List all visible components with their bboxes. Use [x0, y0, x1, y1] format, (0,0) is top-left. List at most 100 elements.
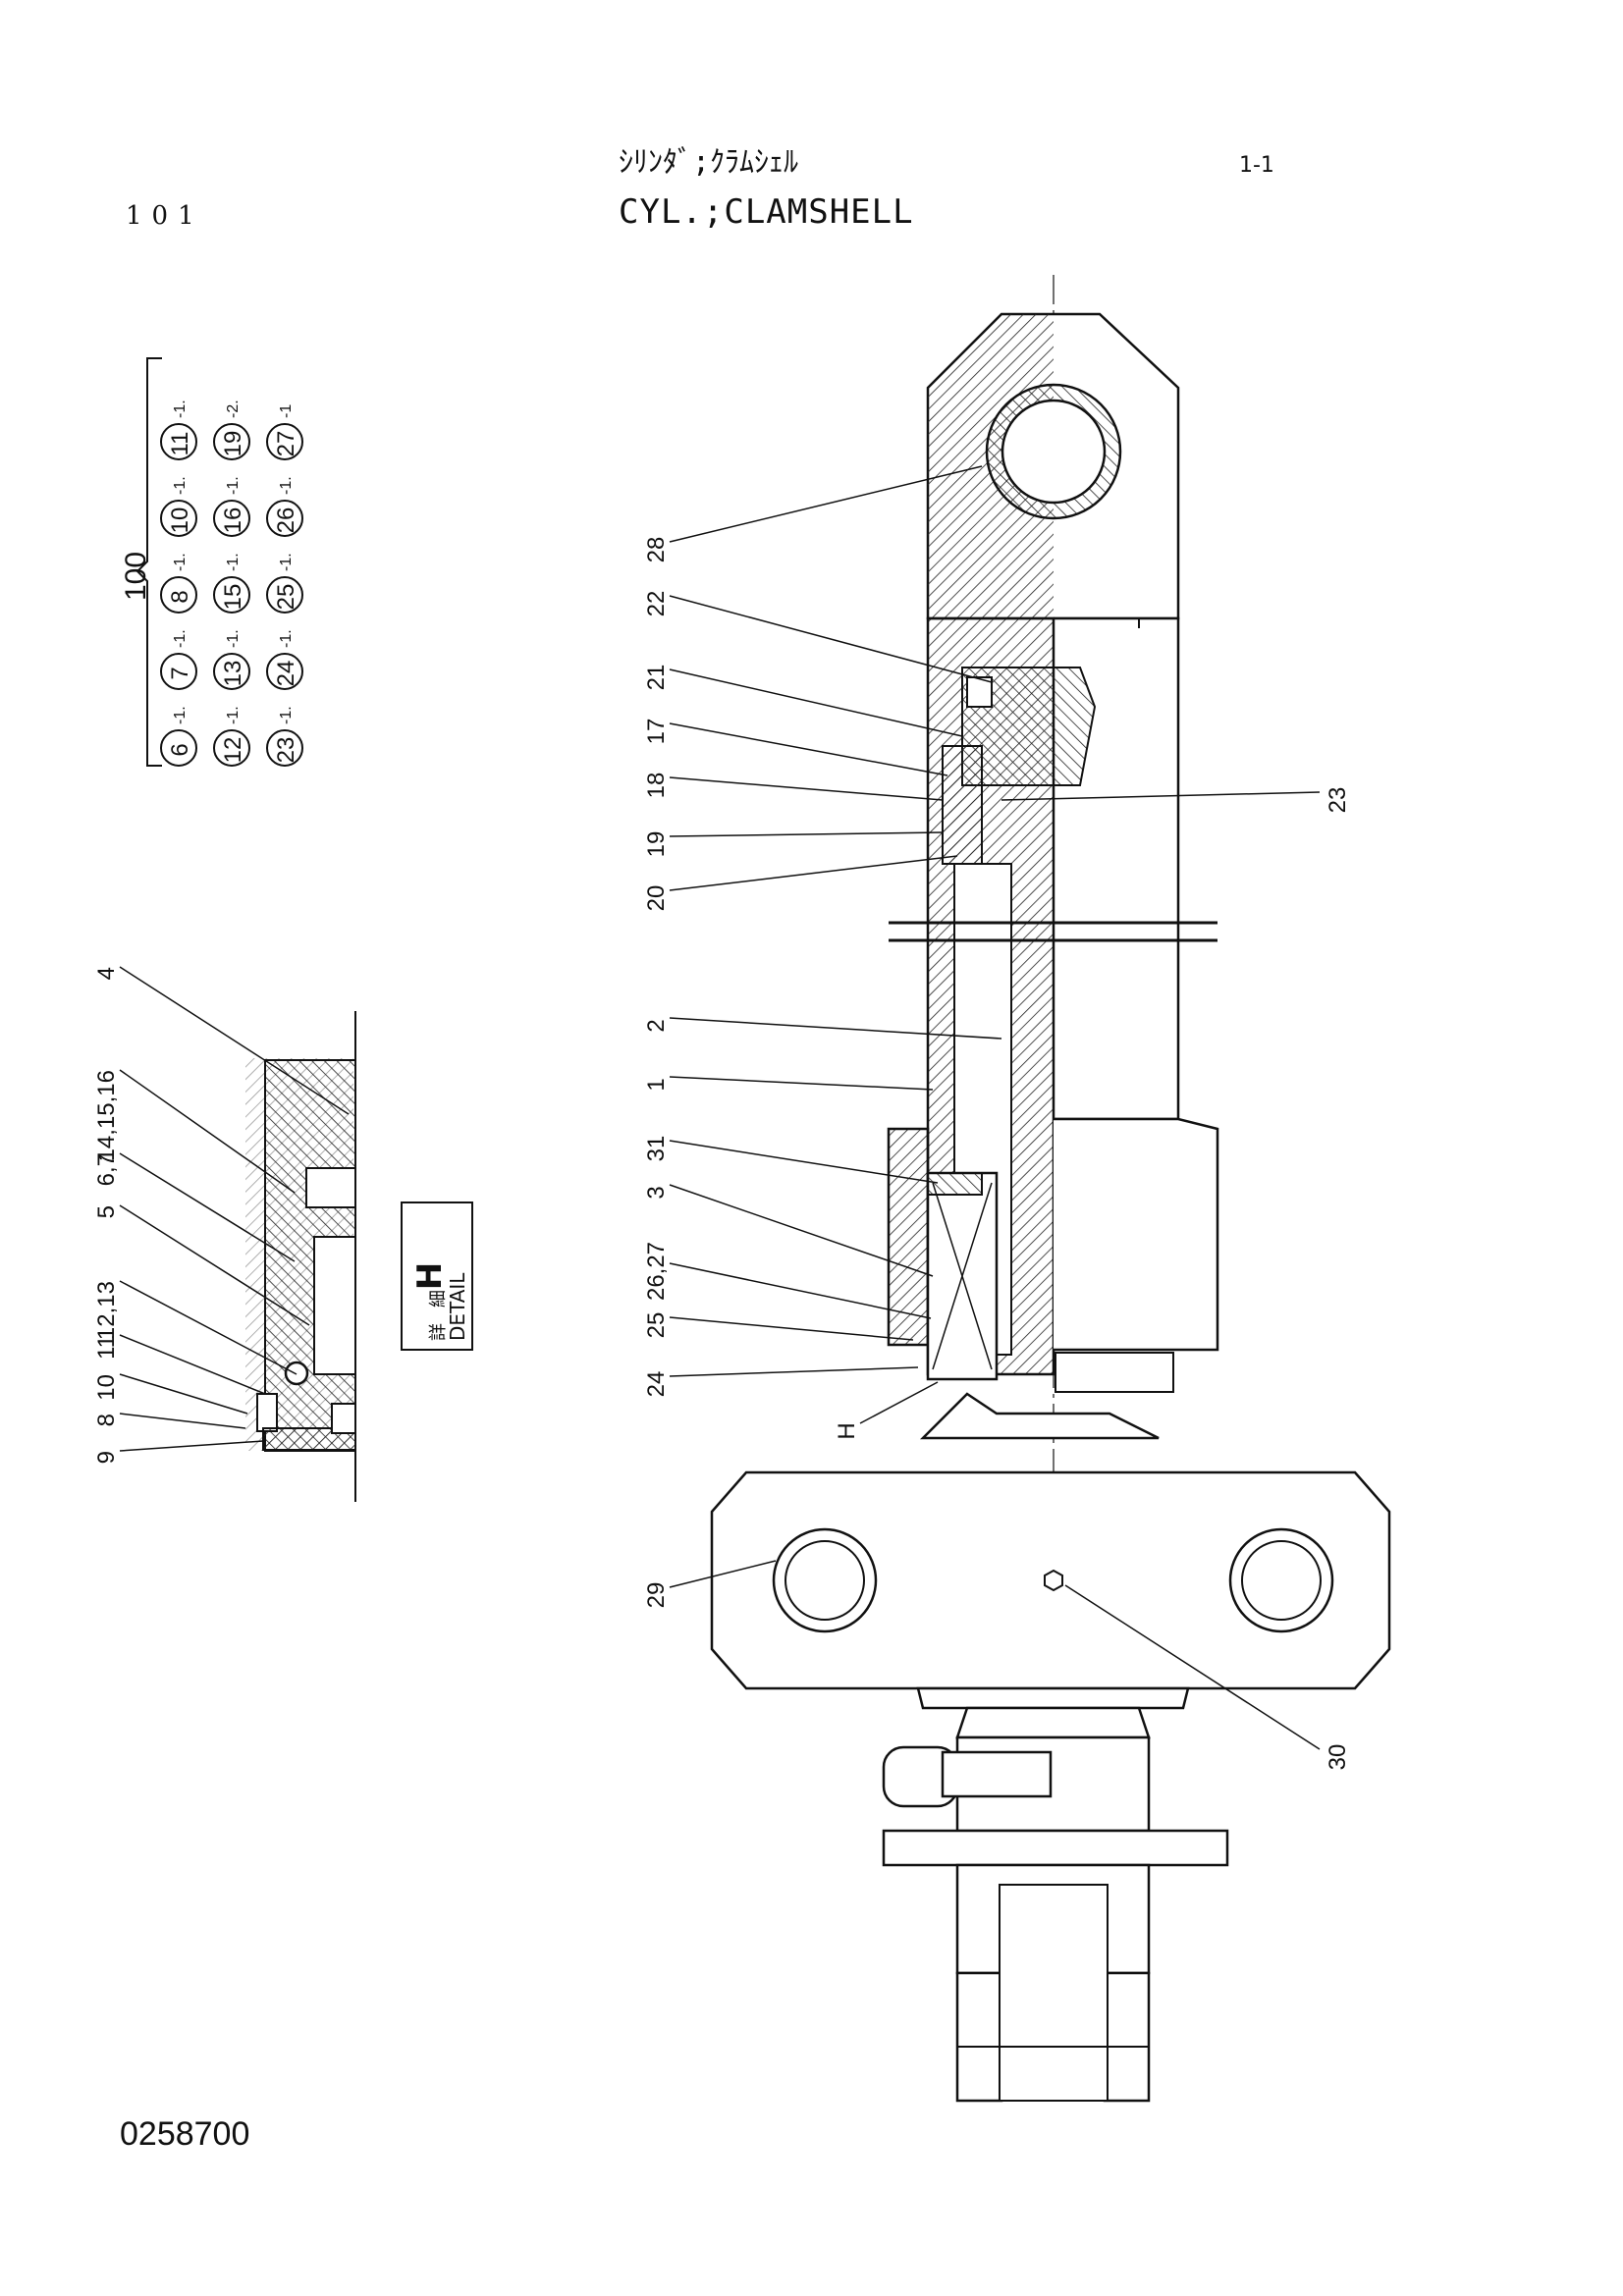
main-callout-label: 1 — [643, 1078, 670, 1091]
detail-callout-label: 14,15,16 — [93, 1070, 120, 1161]
page-number: 101 — [126, 201, 204, 231]
main-callout-label: 24 — [643, 1371, 670, 1398]
main-callout: 21 — [643, 665, 963, 737]
main-callout: 20 — [643, 855, 958, 912]
kit-item-part: 27 — [273, 431, 299, 457]
detail-callout-label: 4 — [93, 967, 120, 980]
kit-item-part: 16 — [220, 507, 246, 534]
main-callout: 2 — [643, 1017, 1002, 1040]
detail-jp-1: 詳 — [428, 1323, 449, 1341]
clevis-left-ear — [955, 1971, 1003, 2103]
main-callout-label: 3 — [643, 1186, 670, 1199]
main-callout-label: 28 — [643, 537, 670, 563]
kit-item-qty: -1. — [278, 706, 295, 724]
kit-item-part: 12 — [220, 737, 246, 764]
main-callout-label: 31 — [643, 1136, 670, 1162]
kit-item: 26 -1. — [266, 476, 303, 537]
kit-item-qty: -1. — [225, 476, 242, 495]
detail-jp-2: 細 — [428, 1290, 449, 1308]
main-callout: 18 — [643, 773, 944, 801]
detail-callout-label: 9 — [93, 1451, 120, 1464]
revision-mark: 1-1 — [1239, 153, 1274, 178]
kit-item-part: 6 — [167, 743, 193, 756]
detail-label-box: H DETAIL 詳 細 — [401, 1201, 473, 1351]
kit-item-qty: -1. — [172, 706, 189, 724]
main-callout-label: 26,27 — [643, 1242, 670, 1301]
kit-item-part: 19 — [220, 431, 246, 457]
main-callout-label: 25 — [643, 1312, 670, 1339]
kit-item-qty: -1. — [172, 476, 189, 495]
detail-callout: 4 — [93, 966, 350, 1115]
main-callout: 3 — [643, 1184, 934, 1277]
detail-callout-label: 11 — [93, 1335, 120, 1360]
main-callout: 31 — [643, 1136, 939, 1184]
kit-item-qty: -1. — [172, 553, 189, 571]
main-callout: 1 — [643, 1076, 934, 1092]
detail-callout: 11 — [93, 1334, 266, 1395]
kit-item: 15 -1. — [213, 553, 250, 614]
detail-callout-label: 10 — [93, 1374, 120, 1401]
kit-item-qty: -1. — [225, 553, 242, 571]
main-cylinder — [710, 275, 1391, 2103]
detail-callout: 12,13 — [93, 1280, 298, 1375]
kit-item: 12 -1. — [213, 706, 250, 767]
kit-item-qty: -1. — [172, 400, 189, 418]
kit-item-part: 25 — [273, 584, 299, 611]
main-callout: 24 — [643, 1366, 919, 1398]
kit-item-part: 26 — [273, 507, 299, 534]
kit-list: 100 6-1.7-1.8-1.10-1.11-1.12-1.13-1.15-1… — [120, 357, 303, 767]
kit-item: 11 -1. — [160, 400, 197, 460]
detail-callout-label: 8 — [93, 1414, 120, 1426]
kit-item-part: 24 — [273, 661, 299, 687]
clevis-right-ear — [1103, 1971, 1151, 2103]
kit-item: 16 -1. — [213, 476, 250, 537]
kit-item-part: 15 — [220, 584, 246, 611]
main-callout-label: 19 — [643, 831, 670, 858]
main-callout: 28 — [643, 465, 983, 563]
kit-item-qty: -1. — [225, 706, 242, 724]
main-callout-label: H — [834, 1422, 860, 1439]
kit-item: 10-1. — [160, 476, 197, 537]
kit-item: 25 -1. — [266, 553, 303, 614]
detail-callout-label: 6,7 — [93, 1153, 120, 1186]
kit-item: 23-1. — [266, 706, 303, 767]
main-callout: 19 — [643, 831, 944, 858]
kit-item: 13 -1. — [213, 629, 250, 690]
kit-item-qty: -1. — [278, 476, 295, 495]
main-callout-label: 30 — [1325, 1744, 1351, 1771]
kit-item-qty: -1 — [278, 404, 295, 418]
main-callout-label: 23 — [1325, 787, 1351, 814]
kit-item-part: 7 — [167, 667, 193, 679]
main-callout-label: 20 — [643, 885, 670, 912]
detail-callout: 5 — [93, 1204, 310, 1326]
kit-item-qty: -1. — [225, 629, 242, 648]
kit-item-qty: -1. — [278, 553, 295, 571]
kit-brace — [135, 357, 162, 767]
detail-callout: 8 — [93, 1413, 246, 1429]
detail-callout: 6,7 — [93, 1152, 296, 1262]
kit-item-qty: -2. — [225, 400, 242, 418]
detail-callout-label: 5 — [93, 1205, 120, 1218]
cylinder-tube — [1054, 1117, 1219, 1352]
detail-letter: H — [410, 1261, 451, 1291]
main-callout: 26,27 — [643, 1242, 932, 1319]
main-callout: 22 — [643, 591, 993, 683]
kit-item: 8-1. — [160, 553, 197, 614]
kit-item-part: 13 — [220, 661, 246, 687]
main-callout: 29 — [643, 1560, 777, 1608]
grease-nipple — [1044, 1569, 1063, 1592]
kit-item-part: 11 — [167, 432, 193, 456]
kit-item-qty: -1. — [172, 629, 189, 648]
kit-item: 6 -1. — [160, 706, 197, 767]
detail-callout-label: 12,13 — [93, 1281, 120, 1340]
main-callout: H — [834, 1381, 939, 1440]
title-japanese: ｼﾘﾝﾀﾞ;ｸﾗﾑｼｪﾙ — [619, 145, 799, 180]
kit-item: 27 -1 — [266, 404, 303, 460]
main-callout-label: 22 — [643, 591, 670, 617]
cylinder-head — [887, 1127, 930, 1347]
main-callout-label: 2 — [643, 1019, 670, 1032]
main-callout: 25 — [643, 1312, 914, 1341]
